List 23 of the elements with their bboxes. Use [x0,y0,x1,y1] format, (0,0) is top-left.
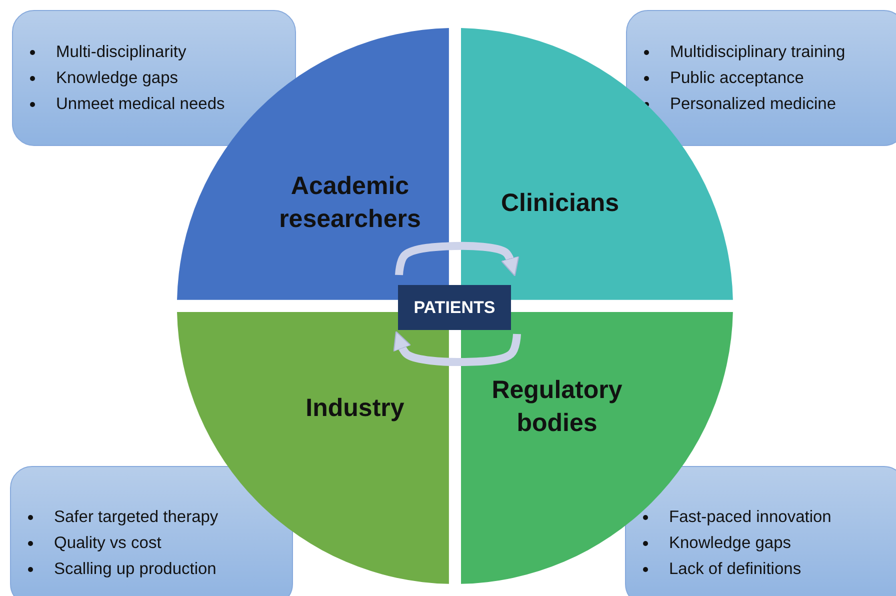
quadrant-label: Clinicians [500,188,620,219]
cycle-arrow [395,242,520,276]
bullet-item: Lack of definitions [669,559,802,580]
bullet-item: Knowledge gaps [56,68,178,89]
bullet-item: Scalling up production [54,559,216,580]
bullet-item: Unmeet medical needs [56,94,225,115]
callout-box [626,10,896,146]
bullet-item: Safer targeted therapy [54,507,218,528]
quadrant-label: Regulatory bodies [490,375,624,439]
bullet-item: Multidisciplinary training [670,42,846,63]
bullet-item: Multi-disciplinarity [56,42,186,63]
cycle-arrow [393,331,521,366]
callout-box [625,466,896,596]
quadrant-label: Academic researchers [278,170,422,235]
callout-box [12,10,296,146]
quadrant-label: Industry [304,393,406,424]
bullet-item: Fast-paced innovation [669,507,832,528]
bullet-item: Public acceptance [670,68,804,89]
bullet-item: Personalized medicine [670,94,836,115]
callout-box [10,466,293,596]
center-label-box: PATIENTS [398,285,511,330]
bullet-item: Knowledge gaps [669,533,792,554]
bullet-item: Quality vs cost [54,533,162,554]
